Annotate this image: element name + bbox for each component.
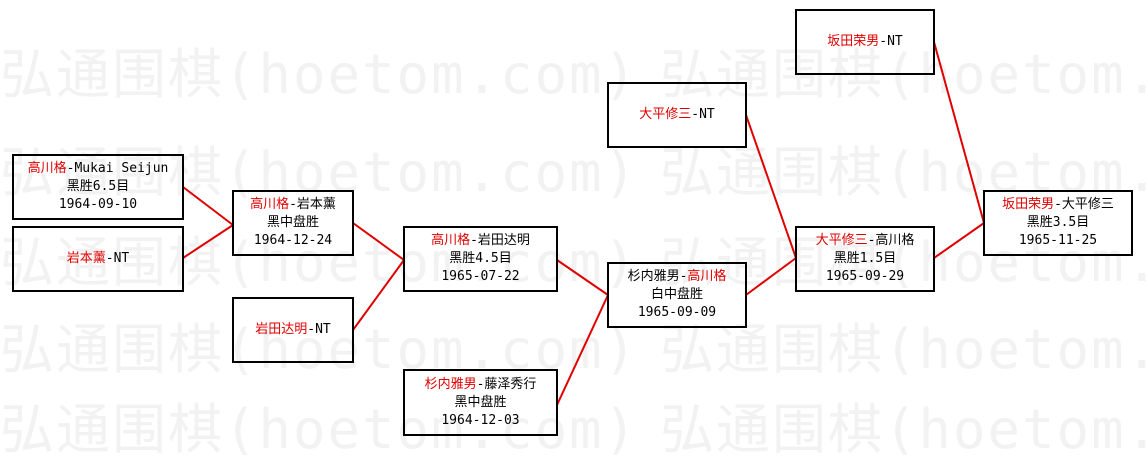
game-date: 1965-09-09 (637, 305, 717, 320)
game-box-g4: 岩田达明-NT (232, 297, 354, 363)
separator: - (476, 376, 485, 392)
game-date: 1964-09-10 (58, 197, 138, 212)
link-g8-g9 (745, 114, 797, 259)
game-players: 大平修三-高川格 (816, 232, 915, 250)
game-result: 白中盘胜 (650, 287, 703, 302)
loser-name: 杉内雅男 (627, 269, 680, 284)
game-box-g10: 坂田荣男-NT (795, 9, 935, 75)
link-g2-g3 (182, 224, 234, 259)
link-g1-g3 (182, 186, 234, 226)
game-box-g1: 高川格-Mukai Seijun 黑胜6.5目 1964-09-10 (12, 154, 184, 220)
game-date: 1964-12-24 (253, 233, 333, 248)
loser-name: 岩田达明 (477, 233, 530, 248)
game-players: 岩田达明-NT (255, 321, 331, 339)
loser-name: 大平修三 (1061, 197, 1114, 212)
separator: - (470, 233, 478, 248)
game-date: 1964-12-03 (441, 412, 520, 428)
separator: - (867, 233, 876, 248)
winner-name: 高川格 (250, 197, 290, 212)
separator: - (289, 197, 297, 212)
winner-name: 大平修三 (815, 233, 868, 248)
game-box-g2: 岩本薰-NT (12, 226, 184, 292)
loser-name: Mukai Seijun (74, 161, 169, 176)
separator: - (1054, 197, 1062, 212)
game-box-g9: 大平修三-高川格 黑胜1.5目 1965-09-29 (795, 226, 935, 292)
winner-name: 杉内雅男 (424, 376, 477, 392)
separator: - (679, 269, 688, 284)
game-result: 黑胜1.5目 (833, 251, 897, 266)
loser-name: 高川格 (875, 233, 915, 248)
game-players: 高川格-Mukai Seijun (28, 160, 169, 178)
link-g7-g9 (745, 257, 797, 296)
loser-name: NT (113, 251, 130, 266)
winner-name: 高川格 (431, 233, 471, 248)
winner-name: 岩本薰 (66, 251, 106, 266)
game-players: 岩本薰-NT (67, 250, 130, 268)
winner-name: 高川格 (27, 161, 67, 176)
bracket-links (182, 41, 985, 406)
game-players: 杉内雅男-藤泽秀行 (425, 376, 537, 394)
separator: - (691, 107, 700, 122)
game-date: 1965-11-25 (1018, 233, 1098, 248)
winner-name: 坂田荣男 (1002, 197, 1055, 212)
game-box-g7: 杉内雅男-高川格 白中盘胜 1965-09-09 (607, 262, 747, 328)
loser-name: NT (887, 34, 903, 49)
winner-name: 高川格 (687, 269, 727, 284)
link-g6-g7 (556, 294, 609, 406)
game-players: 高川格-岩田达明 (431, 232, 530, 250)
game-box-g5: 高川格-岩田达明 黑胜4.5目 1965-07-22 (403, 226, 558, 292)
game-result: 黑胜4.5目 (449, 251, 512, 266)
game-players: 坂田荣男-大平修三 (1002, 196, 1114, 214)
game-result: 黑中盘胜 (454, 394, 507, 410)
link-g9-g11 (933, 222, 985, 259)
link-g3-g5 (352, 222, 405, 261)
winner-name: 坂田荣男 (827, 34, 880, 49)
loser-name: NT (315, 322, 331, 337)
game-players: 杉内雅男-高川格 (628, 268, 727, 286)
game-box-g3: 高川格-岩本薰 黑中盘胜 1964-12-24 (232, 190, 354, 256)
game-date: 1965-09-29 (825, 269, 905, 284)
separator: - (879, 34, 888, 49)
game-players: 坂田荣男-NT (827, 33, 903, 51)
link-g5-g7 (556, 259, 609, 296)
separator: - (105, 251, 114, 266)
loser-name: NT (699, 107, 715, 122)
game-box-g6: 杉内雅男-藤泽秀行 黑中盘胜 1964-12-03 (403, 369, 558, 436)
link-g10-g11 (933, 41, 985, 224)
winner-name: 岩田达明 (255, 322, 308, 337)
game-box-g8: 大平修三-NT (607, 82, 747, 148)
game-result: 黑胜3.5目 (1026, 215, 1090, 230)
loser-name: 岩本薰 (296, 197, 336, 212)
game-date: 1965-07-22 (441, 269, 520, 284)
separator: - (66, 161, 75, 176)
loser-name: 藤泽秀行 (484, 376, 537, 392)
game-result: 黑中盘胜 (266, 215, 319, 230)
link-g4-g5 (352, 259, 405, 331)
game-players: 高川格-岩本薰 (250, 196, 336, 214)
game-box-g11: 坂田荣男-大平修三 黑胜3.5目 1965-11-25 (983, 190, 1133, 256)
separator: - (307, 322, 316, 337)
winner-name: 大平修三 (639, 107, 692, 122)
game-result: 黑胜6.5目 (66, 179, 130, 194)
game-players: 大平修三-NT (639, 106, 715, 124)
